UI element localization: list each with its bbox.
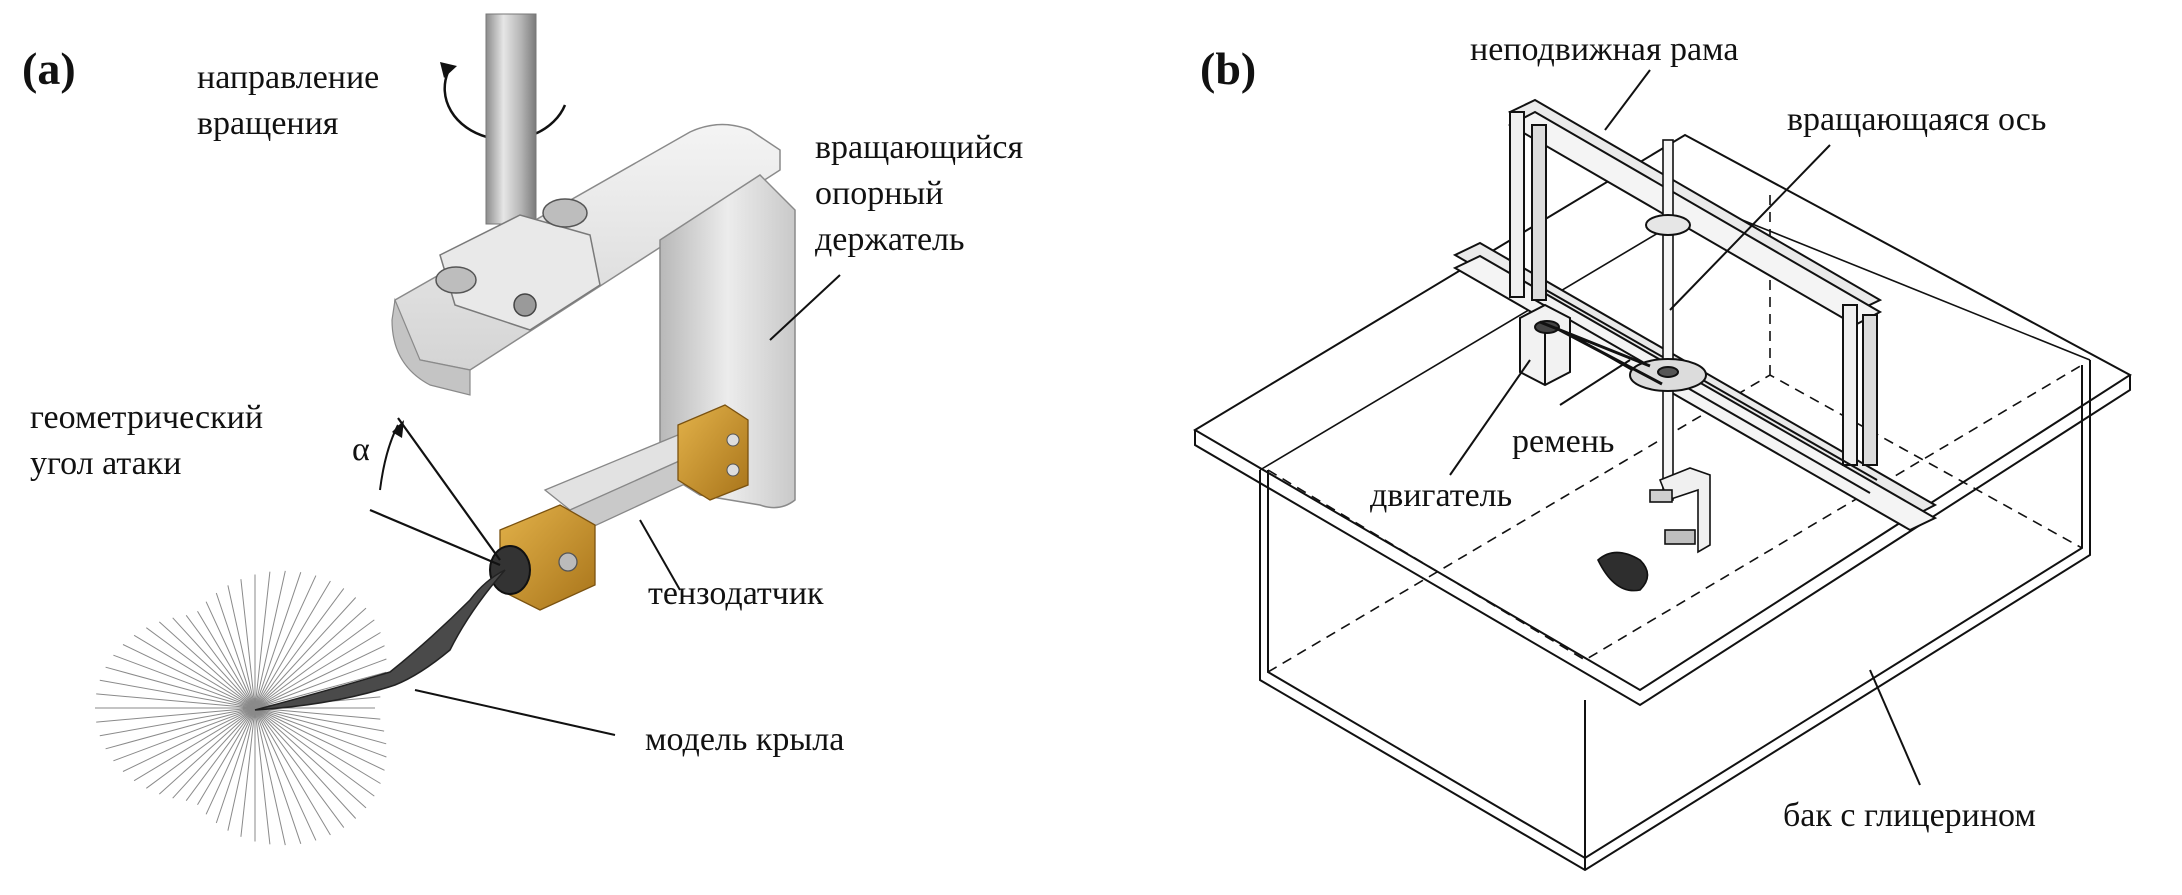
- wing-spoke: [240, 579, 256, 709]
- label-rotating-holder-3: держатель: [815, 221, 965, 258]
- wing-spoke: [254, 619, 375, 709]
- wing-spoke: [122, 644, 256, 709]
- wing-spoke: [96, 693, 256, 709]
- wing-spokes: [95, 570, 387, 846]
- panel-a-drawing: [95, 13, 841, 846]
- wing-spoke: [254, 707, 381, 720]
- label-rotating-holder-2: опорный: [815, 175, 944, 212]
- wing-spoke: [254, 707, 357, 819]
- belt: [1539, 320, 1663, 386]
- wing-spoke: [254, 707, 317, 841]
- wing-spoke: [227, 707, 256, 831]
- wing-spoke: [254, 707, 331, 836]
- leader-wing: [414, 689, 616, 736]
- wing-spoke: [113, 654, 256, 709]
- label-glycerin-tank: бак с глицерином: [1783, 797, 2036, 834]
- label-belt: ремень: [1512, 423, 1615, 460]
- leader-fixed-frame: [1604, 69, 1651, 131]
- wing-spoke: [205, 601, 256, 709]
- label-rotation-direction-1: направление: [197, 59, 380, 96]
- wing-spoke: [254, 707, 345, 828]
- wing-spoke: [254, 588, 345, 709]
- tank-wing-assembly: [1597, 467, 1711, 592]
- rotating-axis: [1662, 139, 1674, 501]
- leader-load-cell: [639, 519, 681, 591]
- wing-spoke: [254, 707, 387, 758]
- label-load-cell: тензодатчик: [648, 575, 824, 612]
- wing-spoke: [185, 615, 256, 709]
- wing-spoke: [215, 707, 256, 824]
- wing-spoke: [146, 707, 256, 789]
- wing-spoke: [99, 679, 256, 709]
- wing-spoke: [254, 580, 331, 709]
- wing-spoke: [254, 707, 302, 844]
- wing-spoke: [215, 592, 256, 709]
- wing-spoke: [254, 707, 385, 771]
- label-rotation-direction-2: вращения: [197, 105, 339, 142]
- panel-a-tag: (a): [22, 43, 76, 94]
- wing-spoke: [254, 671, 387, 709]
- wing-spoke: [254, 632, 381, 709]
- label-geometric-aoa-2: угол атаки: [30, 445, 182, 482]
- aoa-arc: [379, 424, 399, 491]
- wing-spoke: [99, 707, 256, 737]
- leader-rotating-axis: [1669, 144, 1831, 311]
- leader-belt: [1559, 359, 1631, 406]
- wing-spoke: [227, 585, 256, 709]
- wing-spoke: [254, 707, 387, 745]
- leader-motor: [1449, 359, 1531, 476]
- wing-spoke: [254, 707, 286, 846]
- label-alpha: α: [352, 431, 370, 468]
- wing-spoke: [197, 610, 256, 709]
- wing-spoke: [254, 707, 375, 797]
- wing-spoke: [254, 572, 302, 709]
- wing-spoke: [172, 617, 256, 709]
- wing-spoke: [254, 707, 271, 845]
- wing-spoke: [197, 707, 256, 806]
- wing-spoke: [105, 666, 256, 709]
- label-fixed-frame: неподвижная рама: [1470, 31, 1739, 68]
- wing-spoke: [254, 575, 317, 709]
- wing-spoke: [172, 707, 256, 799]
- shaft: [485, 13, 537, 225]
- wing-hub: [489, 545, 531, 595]
- wing-spoke: [254, 607, 367, 709]
- wing-spoke: [96, 707, 256, 723]
- wing-spoke: [146, 627, 256, 709]
- wing-spoke: [158, 707, 256, 795]
- wing-spoke: [254, 597, 357, 709]
- wing-membrane: [254, 569, 506, 711]
- wing-spoke: [113, 707, 256, 762]
- wing-spoke: [240, 707, 256, 837]
- wing-spoke: [122, 707, 256, 772]
- wing-spoke: [254, 571, 271, 709]
- wing-spoke: [254, 645, 385, 709]
- label-motor: двигатель: [1370, 477, 1513, 514]
- label-rotating-holder-1: вращающийся: [815, 129, 1024, 166]
- panel-b-tag: (b): [1200, 43, 1257, 94]
- label-geometric-aoa-1: геометрический: [30, 399, 264, 436]
- leader-holder: [769, 274, 841, 341]
- wing-spoke: [185, 707, 256, 801]
- leader-tank: [1869, 669, 1921, 786]
- wing-spoke: [254, 707, 381, 784]
- wing-spoke: [133, 634, 256, 709]
- wing-spoke: [254, 707, 385, 732]
- wing-spoke: [205, 707, 256, 815]
- wing-spoke: [133, 707, 256, 782]
- wing-spoke: [254, 658, 387, 709]
- wing-spoke: [254, 707, 367, 809]
- label-rotating-axis: вращающаяся ось: [1787, 101, 2047, 138]
- label-wing-model: модель крыла: [645, 721, 845, 758]
- wing-spoke: [158, 621, 256, 709]
- panel-b-drawing: [1193, 69, 2132, 872]
- wing-spoke: [254, 570, 286, 709]
- fixed-frame: [1452, 98, 1938, 532]
- motor: [1519, 303, 1571, 387]
- wing-spoke: [105, 707, 256, 750]
